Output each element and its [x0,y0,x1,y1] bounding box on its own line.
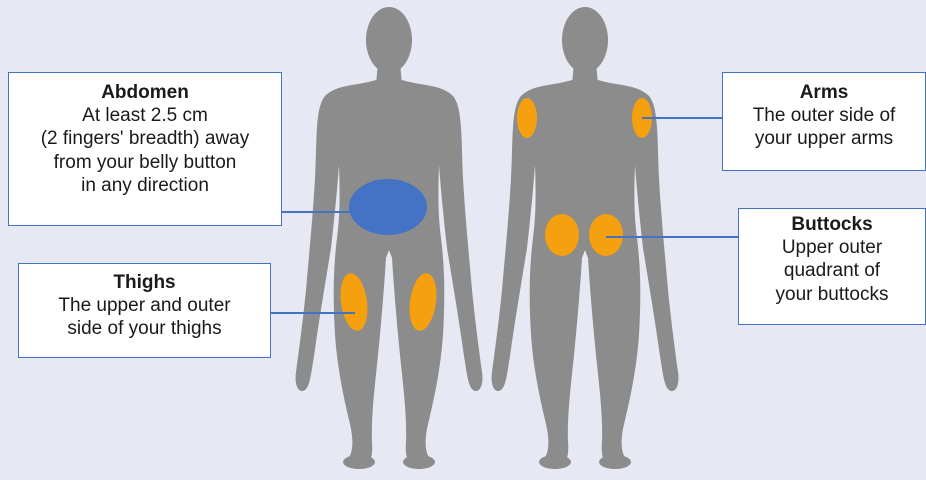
left-arm-zone [517,98,537,138]
abdomen-zone [349,179,427,235]
left-buttock-zone [545,214,579,256]
abdomen-description: At least 2.5 cm (2 fingers' breadth) awa… [11,104,279,197]
arms-title: Arms [725,81,923,104]
arms-callout: Arms The outer side of your upper arms [722,72,926,171]
buttocks-description: Upper outer quadrant of your buttocks [741,236,923,306]
thighs-title: Thighs [21,271,268,294]
buttocks-title: Buttocks [741,213,923,236]
abdomen-callout: Abdomen At least 2.5 cm (2 fingers' brea… [8,72,282,226]
abdomen-title: Abdomen [11,81,279,104]
thighs-description: The upper and outer side of your thighs [21,294,268,340]
buttocks-callout: Buttocks Upper outer quadrant of your bu… [738,208,926,325]
arms-description: The outer side of your upper arms [725,104,923,150]
thighs-callout: Thighs The upper and outer side of your … [18,263,271,358]
right-buttock-zone [589,214,623,256]
front-body-silhouette [296,7,483,469]
